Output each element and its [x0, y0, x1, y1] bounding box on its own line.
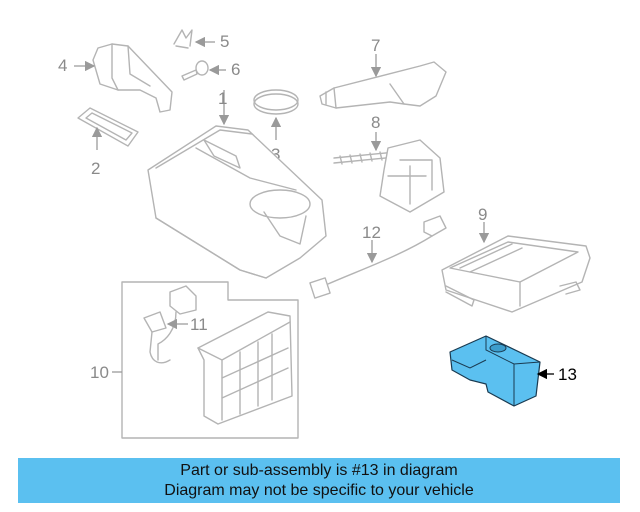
part-2-pad: 2 — [77, 107, 139, 178]
callout-8: 8 — [371, 113, 380, 132]
callout-11: 11 — [190, 315, 208, 334]
part-12-harness: 12 — [309, 215, 447, 299]
callout-13: 13 — [558, 365, 577, 384]
info-banner: Part or sub-assembly is #13 in diagram D… — [18, 458, 620, 503]
parts-diagram: 4 5 6 2 3 1 — [58, 29, 591, 439]
part-10-subassembly: 10 11 — [90, 281, 299, 439]
part-9-module: 9 — [441, 205, 591, 313]
callout-5: 5 — [220, 32, 229, 51]
part-4-bracket: 4 — [58, 43, 173, 113]
callout-3: 3 — [271, 145, 280, 164]
part-5-clip: 5 — [173, 29, 229, 51]
part-3-ring: 3 — [253, 89, 299, 164]
callout-4: 4 — [58, 56, 67, 75]
part-13-bracket-highlighted: 13 — [449, 335, 577, 407]
callout-9: 9 — [478, 205, 487, 224]
callout-12: 12 — [362, 223, 381, 242]
callout-2: 2 — [91, 159, 100, 178]
callout-10: 10 — [90, 363, 109, 382]
callout-1: 1 — [218, 89, 227, 108]
part-8-shifter: 8 — [333, 113, 445, 213]
banner-line-1: Part or sub-assembly is #13 in diagram — [180, 462, 458, 479]
callout-6: 6 — [231, 60, 240, 79]
banner-line-2: Diagram may not be specific to your vehi… — [164, 482, 474, 499]
part-1-console: 1 — [147, 89, 327, 279]
callout-7: 7 — [371, 36, 380, 55]
part-6-screw: 6 — [181, 60, 240, 81]
part-7-handle: 7 — [319, 36, 447, 109]
